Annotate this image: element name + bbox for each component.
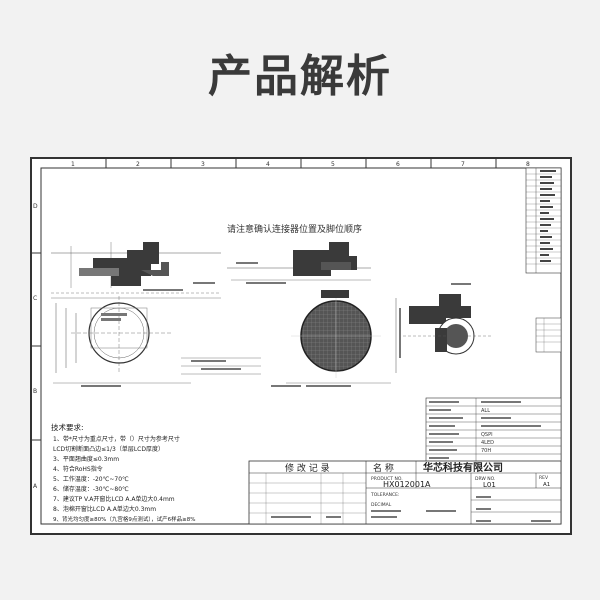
drawing-svg: 1 2 3 4 5 6 7 8 D C B A (31, 158, 571, 534)
grid-rows-left: D C B A (31, 203, 41, 490)
title-block: 修 改 记 录 名 称 华芯科技有限公司 PRODUCT NO. HX01200… (248, 460, 562, 525)
page-title: 产品解析 (208, 51, 392, 102)
tech-item: LCD切割断面凸边≤1/3（单层LCD厚度） (53, 445, 164, 453)
grid-row-label: A (33, 483, 38, 490)
middle-top-view (227, 242, 371, 284)
tech-item: 9、背光均匀度≥80%（九宫格9点测试），试产6样品≥8% (53, 515, 195, 523)
tech-heading: 技术要求: (51, 422, 84, 432)
tolerance-label: TOLERANCE: (370, 492, 400, 498)
pin-table (525, 167, 562, 274)
tech-item: 8、泡棉开窗比LCD A.A单边大0.3mm (53, 505, 156, 513)
left-side-view (51, 242, 221, 299)
drw-no: L01 (483, 481, 496, 489)
tech-requirements: 技术要求: 1、带*尺寸为重点尺寸，带（）尺寸为参考尺寸 LCD切割断面凸边≤1… (51, 422, 195, 523)
grid-row-label: D (33, 203, 38, 210)
grid-col-label: 5 (331, 161, 335, 168)
grid-col-label: 1 (71, 161, 75, 168)
tech-item: 7、建议TP V.A开窗比LCD A.A单边大0.4mm (53, 495, 175, 503)
spec-value: 4LED (481, 440, 494, 446)
right-detail-view (403, 283, 491, 355)
tech-item: 5、工作温度：-20℃~70℃ (53, 475, 129, 483)
grid-columns-top: 1 2 3 4 5 6 7 8 (71, 158, 530, 168)
spec-value: ALL (481, 408, 490, 414)
grid-row-label: C (33, 295, 37, 302)
bottom-dimensions (181, 357, 261, 375)
grid-col-label: 7 (461, 161, 465, 168)
company-name: 华芯科技有限公司 (423, 461, 503, 474)
spec-table: ALL QSPI 4LED 70H (425, 397, 562, 464)
grid-col-label: 3 (201, 161, 205, 168)
rev-value: A1 (543, 482, 550, 488)
middle-circle-view (271, 290, 401, 387)
spec-value: QSPI (481, 432, 493, 438)
connector-note: 请注意确认连接器位置及脚位顺序 (227, 223, 362, 235)
grid-row-label: B (33, 388, 37, 395)
tech-item: 3、平面翘曲度≤0.3mm (53, 455, 119, 463)
spec-value: 70H (481, 448, 491, 454)
decimal-label: DECIMAL (371, 502, 392, 508)
name-label: 名 称 (373, 462, 394, 474)
revision-record-label: 修 改 记 录 (285, 462, 330, 474)
engineering-drawing-sheet: 1 2 3 4 5 6 7 8 D C B A (30, 157, 572, 535)
grid-col-label: 6 (396, 161, 400, 168)
grid-col-label: 8 (526, 161, 530, 168)
signal-table (535, 317, 562, 353)
drw-no-label: DRW NO. (475, 476, 495, 482)
tech-item: 1、带*尺寸为重点尺寸，带（）尺寸为参考尺寸 (53, 435, 180, 443)
product-no-label: PRODUCT NO. (371, 476, 403, 482)
grid-col-label: 2 (136, 161, 140, 168)
left-circle-view (53, 296, 191, 387)
grid-col-label: 4 (266, 161, 270, 168)
tech-item: 6、储存温度：-30℃~80℃ (53, 485, 129, 493)
product-no: HX012001A (383, 480, 431, 489)
tech-item: 4、符合RoHS指令 (53, 465, 103, 473)
rev-label: REV (539, 475, 549, 481)
